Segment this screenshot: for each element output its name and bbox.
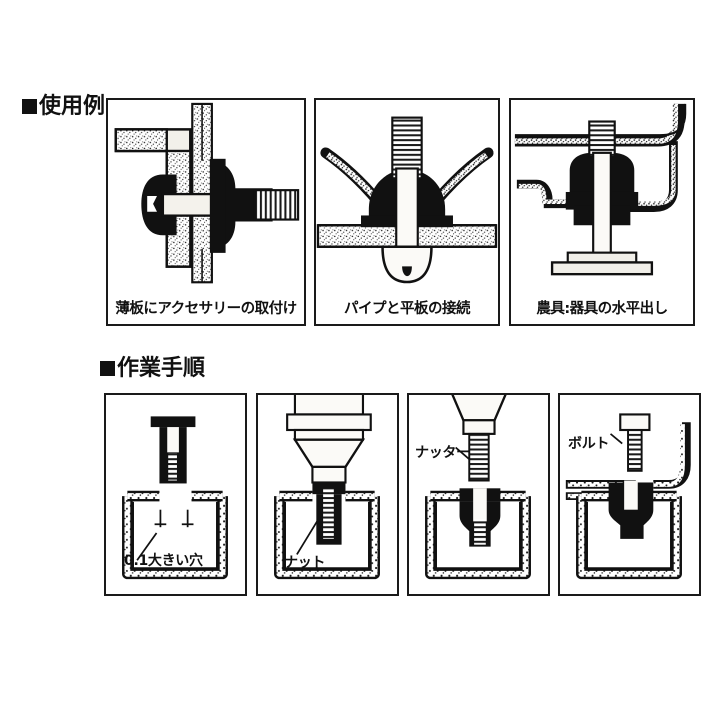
usage-panel-1: 薄板にアクセサリーの取付け xyxy=(106,98,306,326)
procedure-illustration-2 xyxy=(274,395,380,580)
procedure-illustration-1 xyxy=(122,416,228,580)
usage-caption-2: パイプと平板の接続 xyxy=(344,301,471,317)
usage-illustration-3 xyxy=(514,103,687,276)
nut-label: ナット xyxy=(284,555,326,571)
usage-caption-1: 薄板にアクセサリーの取付け xyxy=(115,301,297,317)
section-header-usage: 使用例 xyxy=(22,96,105,118)
bolt-label: ボルト xyxy=(568,436,610,452)
procedure-panel-3: ナッター xyxy=(407,393,550,596)
section-bullet-icon-2 xyxy=(100,361,115,376)
procedure-panel-1: 0.1大きい穴 xyxy=(104,393,247,596)
procedure-panel-4: ボルト xyxy=(558,393,701,596)
section-title-procedure: 作業手順 xyxy=(117,356,206,381)
section-bullet-icon xyxy=(22,99,37,114)
usage-caption-3: 農具:器具の水平出し xyxy=(536,301,668,317)
usage-panel-2: パイプと平板の接続 xyxy=(314,98,500,326)
nutter-tool-label: ナッター xyxy=(415,445,470,461)
procedure-illustration-4 xyxy=(565,413,691,580)
usage-panel-3: 農具:器具の水平出し xyxy=(509,98,695,326)
procedure-panel-2: ナット xyxy=(256,393,399,596)
usage-illustration-2 xyxy=(316,116,498,284)
section-title-usage: 使用例 xyxy=(39,94,106,119)
usage-illustration-1 xyxy=(114,102,300,284)
hole-clearance-label: 0.1大きい穴 xyxy=(124,553,203,569)
section-header-procedure: 作業手順 xyxy=(100,358,205,380)
procedure-illustration-3 xyxy=(425,395,531,580)
